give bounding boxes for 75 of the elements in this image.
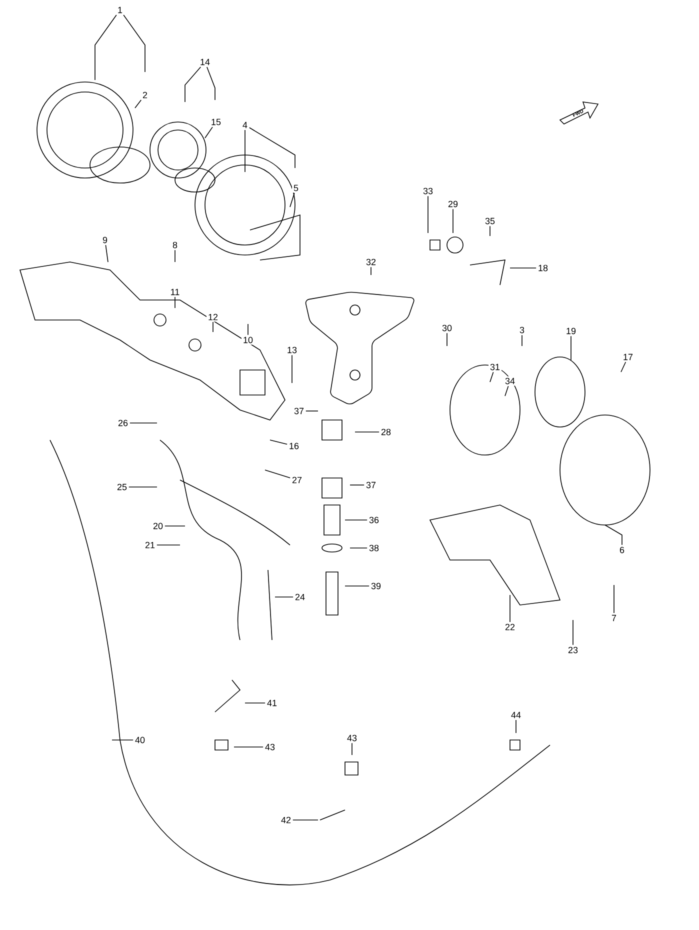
callout-number: 27 xyxy=(290,475,304,485)
leader-line xyxy=(504,386,509,396)
callout-number: 43 xyxy=(346,733,358,743)
leader-line xyxy=(174,250,176,262)
callout-number: 39 xyxy=(370,581,382,591)
callout-number: 29 xyxy=(446,199,460,209)
leader-line xyxy=(270,440,288,445)
callout-number: 2 xyxy=(141,90,149,100)
callout-number: 8 xyxy=(171,240,179,250)
callout-number: 42 xyxy=(280,815,292,825)
callout-number: 28 xyxy=(380,427,392,437)
callout-number: 26 xyxy=(116,418,130,428)
callout-number: 20 xyxy=(152,521,164,531)
leader-line xyxy=(350,484,364,486)
callout-number: 33 xyxy=(422,186,434,196)
leader-line xyxy=(452,208,454,234)
callout-number: 11 xyxy=(168,287,182,297)
callout-number: 34 xyxy=(504,376,516,386)
callout-number: 24 xyxy=(294,592,306,602)
callout-number: 32 xyxy=(364,257,378,267)
callout-number: 4 xyxy=(241,120,249,130)
leader-line xyxy=(130,422,158,424)
leader-line xyxy=(244,702,266,704)
callout-number: 12 xyxy=(206,312,220,322)
leader-line xyxy=(446,332,448,346)
leader-line xyxy=(490,372,494,382)
callout-number: 15 xyxy=(210,117,222,127)
leader-line xyxy=(204,126,213,138)
leader-line xyxy=(156,544,180,546)
leader-line xyxy=(94,14,146,80)
callout-number: 37 xyxy=(292,406,306,416)
callout-number: 6 xyxy=(618,545,626,555)
callout-number: 3 xyxy=(518,325,526,335)
callout-number: 25 xyxy=(116,482,128,492)
callout-number: 35 xyxy=(484,216,496,226)
leader-line xyxy=(620,362,626,372)
leader-line xyxy=(306,410,318,412)
callout-number: 17 xyxy=(621,352,634,362)
leader-line xyxy=(604,524,622,546)
callout-number: 40 xyxy=(134,735,146,745)
leader-line xyxy=(570,336,572,360)
callout-number: 5 xyxy=(292,183,300,193)
leader-line xyxy=(105,244,108,262)
leader-line xyxy=(264,470,290,478)
callout-number: 19 xyxy=(564,326,578,336)
callout-number: 44 xyxy=(510,710,522,720)
leader-line xyxy=(572,620,574,646)
leader-line xyxy=(244,127,296,172)
callout-number: 13 xyxy=(286,345,298,355)
leader-line xyxy=(370,266,372,276)
callout-number: 18 xyxy=(536,263,550,273)
callout-number: 22 xyxy=(504,622,516,632)
leader-line xyxy=(174,296,176,308)
callout-number: 10 xyxy=(242,335,254,345)
callout-number: 14 xyxy=(198,57,212,67)
callout-number: 36 xyxy=(368,515,380,525)
callout-number: 23 xyxy=(566,645,580,655)
callout-number: 21 xyxy=(144,540,156,550)
callout-number: 1 xyxy=(116,5,124,15)
callout-number: 7 xyxy=(610,613,618,623)
leader-line xyxy=(128,486,158,488)
callout-number: 31 xyxy=(488,362,502,372)
callout-number: 37 xyxy=(364,480,378,490)
callout-number: 9 xyxy=(101,235,109,245)
callout-number: 16 xyxy=(288,441,300,451)
leader-line xyxy=(212,322,214,332)
leader-line xyxy=(184,66,216,102)
callout-number: 41 xyxy=(266,698,278,708)
leader-line xyxy=(290,192,295,208)
callout-number: 30 xyxy=(440,323,454,333)
leader-line xyxy=(234,746,264,748)
leader-line xyxy=(274,596,294,598)
callout-number: 38 xyxy=(368,543,380,553)
callout-number: 43 xyxy=(264,742,276,752)
leader-line xyxy=(134,100,142,108)
